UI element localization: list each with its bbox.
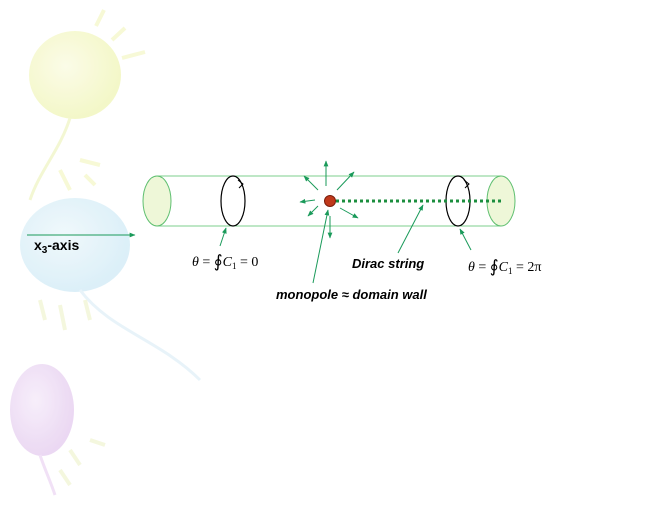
theta-right-pointer	[459, 228, 472, 251]
dirac-string-label: Dirac string	[352, 256, 425, 271]
eq-sign: =	[198, 255, 214, 270]
left-end-cap	[142, 175, 172, 227]
theta-symbol: θ	[468, 260, 475, 275]
loop-left	[220, 175, 246, 227]
theta-left-equation: θ = ∮C1 = 0	[192, 251, 258, 271]
c-symbol: C	[498, 260, 508, 275]
axis-label-suffix: -axis	[47, 237, 80, 253]
theta-left-pointer	[219, 227, 227, 247]
eq-sign: =	[474, 260, 490, 275]
yellow-balloon	[28, 9, 146, 201]
pointer-arrows	[27, 204, 472, 284]
theta-right-equation: θ = ∮C1 = 2π	[468, 256, 541, 276]
field-arrow-up-left	[303, 175, 319, 191]
theta-symbol: θ	[192, 255, 199, 270]
dirac-label-pointer	[397, 204, 424, 254]
field-arrow-down-left	[307, 205, 319, 217]
monopole-field-arrows	[299, 160, 359, 239]
contour-integral-symbol: ∮	[213, 252, 223, 271]
eq-rhs: = 0	[236, 255, 259, 270]
c-subscript: 1	[232, 261, 237, 271]
c-subscript: 1	[508, 266, 513, 276]
monopole-label-pointer	[312, 209, 330, 284]
background-balloons	[10, 9, 202, 496]
x3-axis-label: x3-axis	[34, 237, 79, 256]
axis-label-main: x	[34, 237, 42, 253]
blue-balloon	[20, 198, 202, 382]
field-arrow-left	[299, 198, 316, 204]
field-arrow-up-right	[336, 171, 355, 191]
eq-rhs: = 2π	[512, 260, 542, 275]
axis-label-sub: 3	[41, 245, 48, 256]
monopole-dot	[324, 195, 336, 207]
c-symbol: C	[222, 255, 232, 270]
purple-balloon	[10, 364, 106, 496]
contour-integral-symbol: ∮	[489, 257, 499, 276]
field-arrow-down-right	[339, 207, 359, 219]
monopole-label: monopole ≈ domain wall	[276, 287, 427, 302]
